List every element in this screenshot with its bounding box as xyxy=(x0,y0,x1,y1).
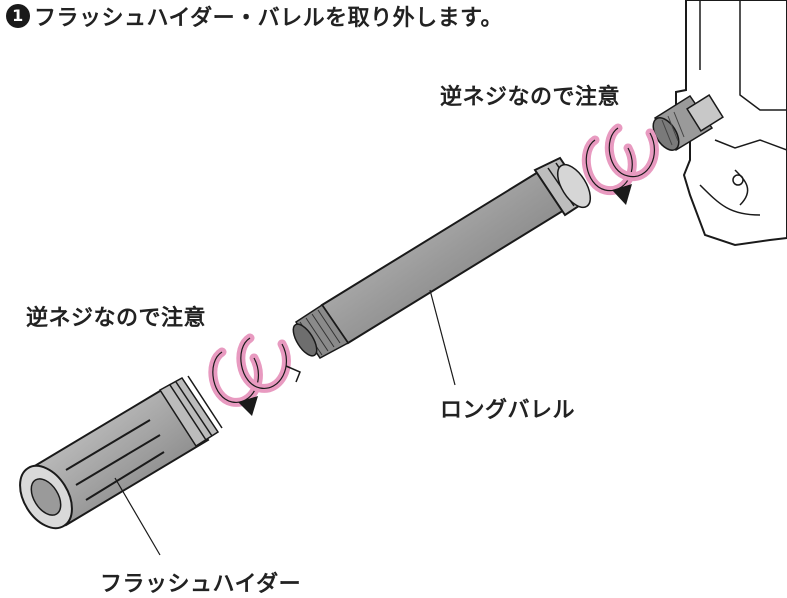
long-barrel xyxy=(292,156,592,359)
gun-body xyxy=(675,0,787,247)
leader-lines xyxy=(114,289,456,556)
flash-hider-label: フラッシュハイダー xyxy=(100,572,302,597)
step-title: 1 フラッシュハイダー・バレルを取り外します。 xyxy=(6,0,503,32)
gun-muzzle-thread xyxy=(652,94,724,152)
long-barrel-label: ロングバレル xyxy=(440,398,576,423)
reverse-thread-warning-left: 逆ネジなので注意 xyxy=(26,306,207,331)
rotation-arrow-right xyxy=(581,123,659,205)
step-title-text: フラッシュハイダー・バレルを取り外します。 xyxy=(34,6,503,31)
flash-hider xyxy=(19,375,223,530)
hider-leader-line xyxy=(114,477,161,556)
rotation-arrow-left xyxy=(208,333,301,416)
step-number-badge: 1 xyxy=(6,4,30,28)
barrel-leader-line xyxy=(429,289,456,386)
reverse-thread-warning-right: 逆ネジなので注意 xyxy=(440,85,621,110)
